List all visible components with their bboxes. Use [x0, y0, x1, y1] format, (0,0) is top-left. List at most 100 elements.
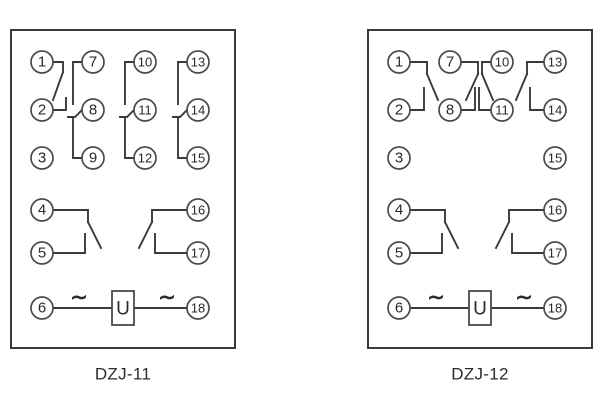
terminal-circle-13[interactable] — [186, 50, 210, 74]
terminal-circle-10-12[interactable] — [490, 50, 514, 74]
terminal-circle-14-12[interactable] — [543, 98, 567, 122]
wire-blade-1-to-2 — [51, 70, 65, 102]
terminal-label-8-12: 8 — [446, 102, 454, 119]
wire-blade-8-common — [67, 108, 84, 118]
terminal-label-15: 15 — [191, 151, 205, 166]
wiring-dzj-12 — [409, 61, 545, 309]
terminal-circle-12[interactable] — [133, 146, 157, 170]
ac-symbol-right-dzj-11: ∼ — [158, 285, 176, 309]
terminal-circle-2-12[interactable] — [387, 98, 411, 122]
terminal-circle-3-12[interactable] — [387, 146, 411, 170]
terminal-circle-6-12[interactable] — [387, 296, 411, 320]
terminal-circle-11-12[interactable] — [490, 98, 514, 122]
terminal-circle-2[interactable] — [30, 98, 54, 122]
wire-blade-1-2-12 — [425, 72, 440, 102]
wire-blade-13-14-12 — [514, 72, 529, 102]
terminals-dzj-12: 1 2 3 4 5 6 7 8 10 11 13 — [387, 50, 567, 320]
terminal-circle-6[interactable] — [30, 296, 54, 320]
terminal-label-10-12: 10 — [495, 55, 509, 70]
terminal-circle-18-12[interactable] — [543, 296, 567, 320]
wire-terminal-2-branch-12 — [409, 87, 425, 111]
wire-blade-4-5-12 — [443, 220, 460, 250]
coil-label-dzj-11: U — [116, 299, 130, 320]
wire-terminal-16-branch — [151, 209, 188, 223]
wire-blade-11-common — [119, 108, 136, 118]
terminal-circle-4-12[interactable] — [387, 198, 411, 222]
wire-terminal-13-branch-12 — [526, 61, 545, 75]
terminal-label-7: 7 — [89, 54, 97, 71]
terminal-circle-8-12[interactable] — [438, 98, 462, 122]
terminal-circle-13-12[interactable] — [543, 50, 567, 74]
terminal-circle-16[interactable] — [186, 198, 210, 222]
terminal-label-16: 16 — [191, 203, 205, 218]
terminal-circle-10[interactable] — [133, 50, 157, 74]
terminal-circle-1-12[interactable] — [387, 50, 411, 74]
wire-terminal-2-stub — [52, 97, 67, 111]
wire-terminal-12-branch — [124, 116, 135, 159]
terminal-label-14-12: 14 — [548, 103, 562, 118]
terminal-label-13-12: 13 — [548, 55, 562, 70]
terminal-label-18: 18 — [191, 301, 205, 316]
terminal-circle-17[interactable] — [186, 241, 210, 265]
terminal-label-9: 9 — [89, 150, 97, 167]
wire-terminal-1-branch-12 — [409, 61, 428, 75]
terminal-label-11-12: 11 — [495, 103, 509, 118]
wire-terminal-11-branch-12 — [478, 87, 492, 111]
terminal-label-1-12: 1 — [395, 54, 403, 71]
wire-terminal-13-branch — [177, 61, 188, 105]
terminal-label-10: 10 — [138, 55, 152, 70]
terminal-circle-4[interactable] — [30, 198, 54, 222]
terminal-label-1: 1 — [38, 54, 46, 71]
terminal-label-18-12: 18 — [548, 301, 562, 316]
terminal-circle-3[interactable] — [30, 146, 54, 170]
wire-blade-10-11-12 — [480, 72, 495, 102]
terminal-label-6-12: 6 — [395, 300, 403, 317]
diagram-dzj-12: U ∼ ∼ 1 2 3 4 5 6 7 8 10 — [367, 29, 593, 384]
terminal-circle-5[interactable] — [30, 241, 54, 265]
terminal-circle-8[interactable] — [81, 98, 105, 122]
terminal-label-11: 11 — [138, 103, 152, 118]
wire-terminal-7-branch — [72, 61, 83, 105]
wire-terminal-7-branch-12 — [460, 61, 479, 75]
wire-terminal-10-branch — [124, 61, 135, 105]
terminal-label-3-12: 3 — [395, 150, 403, 167]
terminal-circle-11[interactable] — [133, 98, 157, 122]
terminal-label-7-12: 7 — [446, 54, 454, 71]
wire-terminal-15-branch — [177, 116, 188, 159]
wiring-dzj-11 — [51, 61, 189, 309]
wire-terminal-1-stub — [52, 61, 64, 73]
ac-symbol-right-dzj-12: ∼ — [515, 285, 533, 309]
wire-terminal-17-branch-12 — [511, 233, 545, 254]
terminal-circle-5-12[interactable] — [387, 241, 411, 265]
wire-blade-16-17 — [137, 220, 154, 250]
terminal-label-14: 14 — [191, 103, 205, 118]
wire-blade-7-8-12 — [464, 72, 480, 102]
terminal-circle-15[interactable] — [186, 146, 210, 170]
wire-blade-4-5 — [86, 220, 103, 250]
terminal-label-2-12: 2 — [395, 102, 403, 119]
wire-terminal-5-branch-12 — [409, 233, 443, 254]
wire-terminal-8-branch-12 — [460, 87, 476, 111]
terminal-circle-17-12[interactable] — [543, 241, 567, 265]
terminal-circle-9[interactable] — [81, 146, 105, 170]
terminal-label-12: 12 — [138, 151, 152, 166]
terminal-circle-1[interactable] — [30, 50, 54, 74]
terminal-circle-16-12[interactable] — [543, 198, 567, 222]
terminal-circle-15-12[interactable] — [543, 146, 567, 170]
terminal-circle-7-12[interactable] — [438, 50, 462, 74]
terminal-label-5-12: 5 — [395, 245, 403, 262]
terminal-circle-18[interactable] — [186, 296, 210, 320]
wire-blade-14-common — [172, 108, 189, 118]
terminal-circle-14[interactable] — [186, 98, 210, 122]
wire-terminal-17-branch — [154, 233, 188, 254]
terminal-label-6: 6 — [38, 300, 46, 317]
terminal-label-16-12: 16 — [548, 203, 562, 218]
terminal-label-3: 3 — [38, 150, 46, 167]
wire-terminal-4-branch — [52, 209, 89, 223]
terminal-circle-7[interactable] — [81, 50, 105, 74]
wire-terminal-14-branch-12 — [529, 87, 545, 111]
terminal-label-4-12: 4 — [395, 202, 403, 219]
diagram-dzj-11: U ∼ ∼ 1 2 3 4 5 6 7 8 — [10, 29, 236, 384]
